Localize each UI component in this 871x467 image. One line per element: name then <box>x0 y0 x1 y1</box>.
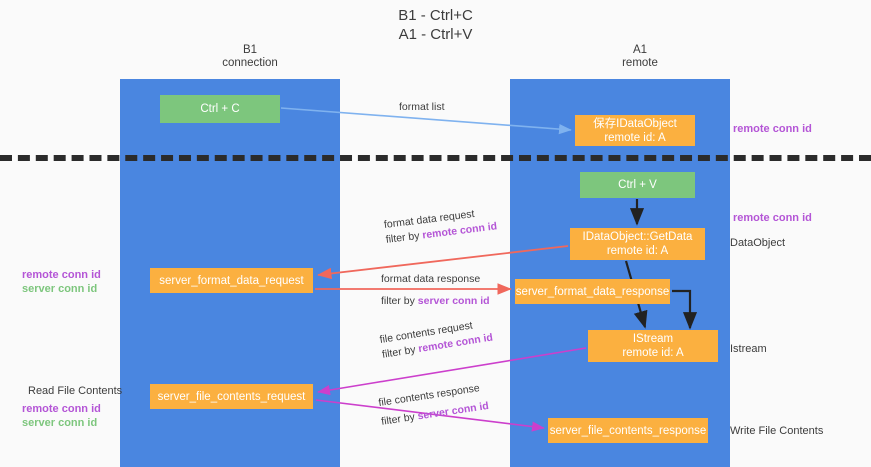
annotation-remote-conn-id-top: remote conn id <box>733 123 812 135</box>
filter-prefix: filter by <box>380 410 419 428</box>
node-server-file-contents-response-label: server_file_contents_response <box>549 424 707 437</box>
filter-value-server-conn-id: server conn id <box>417 295 490 307</box>
annotation-remote-conn-id-mid: remote conn id <box>733 212 812 224</box>
node-save-idataobject-line-2: remote id: A <box>604 131 666 144</box>
node-istream[interactable]: IStream remote id: A <box>588 330 718 362</box>
node-idataobject-getdata-line-2: remote id: A <box>606 245 669 257</box>
edge-label-format-data-response-text: format data response <box>381 273 481 285</box>
filter-prefix: filter by <box>381 295 418 307</box>
diagram-title-line-2: A1 - Ctrl+V <box>398 26 473 43</box>
edge-label-format-data-response-filter: filter by server conn id <box>381 294 490 309</box>
annotation-left-conn-ids-bottom: remote conn id server conn id <box>22 402 101 430</box>
edge-label-format-list: format list <box>399 100 445 115</box>
node-save-idataobject-line-1: 保存IDataObject <box>593 117 677 130</box>
phase-divider <box>0 155 871 161</box>
column-header-a1-subtitle: remote <box>622 57 658 69</box>
diagram-title: B1 - Ctrl+C A1 - Ctrl+V <box>0 6 871 44</box>
node-istream-line-1: IStream <box>632 333 674 345</box>
node-idataobject-getdata-line-1: IDataObject::GetData <box>582 231 693 243</box>
node-ctrl-v[interactable]: Ctrl + V <box>580 172 695 198</box>
node-server-format-data-response[interactable]: server_format_data_response <box>515 279 670 304</box>
edge-label-format-data-response: format data response filter by server co… <box>381 272 490 309</box>
node-ctrl-c-label: Ctrl + C <box>200 103 240 115</box>
edge-label-file-contents-response: file contents response filter by server … <box>377 380 490 430</box>
annotation-left-remote-conn-id-1: remote conn id <box>22 269 101 281</box>
column-header-b1: B1 connection <box>150 44 350 70</box>
node-server-file-contents-request[interactable]: server_file_contents_request <box>150 384 313 409</box>
node-server-format-data-request-label: server_format_data_request <box>159 274 304 287</box>
annotation-left-remote-conn-id-2: remote conn id <box>22 403 101 415</box>
edge-label-format-data-request: format data request filter by remote con… <box>383 204 498 247</box>
node-server-format-data-request[interactable]: server_format_data_request <box>150 268 313 293</box>
node-server-file-contents-response[interactable]: server_file_contents_response <box>548 418 708 443</box>
edge-label-file-contents-request: file contents request filter by remote c… <box>379 316 494 363</box>
edge-label-format-list-text: format list <box>399 101 445 113</box>
filter-prefix: filter by <box>385 229 424 246</box>
node-server-file-contents-request-label: server_file_contents_request <box>157 390 306 403</box>
annotation-left-conn-ids-top: remote conn id server conn id <box>22 268 101 296</box>
column-header-b1-title: B1 <box>242 44 258 56</box>
column-header-b1-subtitle: connection <box>222 57 278 69</box>
diagram-title-line-1: B1 - Ctrl+C <box>398 7 473 24</box>
annotation-read-file-contents: Read File Contents <box>28 385 123 397</box>
annotation-left-server-conn-id-2: server conn id <box>22 417 98 429</box>
column-header-a1: A1 remote <box>540 44 740 70</box>
annotation-left-server-conn-id-1: server conn id <box>22 283 98 295</box>
annotation-write-file-contents: Write File Contents <box>730 425 824 437</box>
node-save-idataobject[interactable]: 保存IDataObject remote id: A <box>575 115 695 146</box>
node-ctrl-v-label: Ctrl + V <box>618 179 657 191</box>
node-ctrl-c[interactable]: Ctrl + C <box>160 95 280 123</box>
annotation-istream: Istream <box>730 343 767 355</box>
node-server-format-data-response-label: server_format_data_response <box>515 285 670 298</box>
column-header-a1-title: A1 <box>632 44 648 56</box>
node-idataobject-getdata[interactable]: IDataObject::GetData remote id: A <box>570 228 705 260</box>
annotation-dataobject: DataObject <box>730 237 786 249</box>
node-istream-line-2: remote id: A <box>622 347 684 359</box>
